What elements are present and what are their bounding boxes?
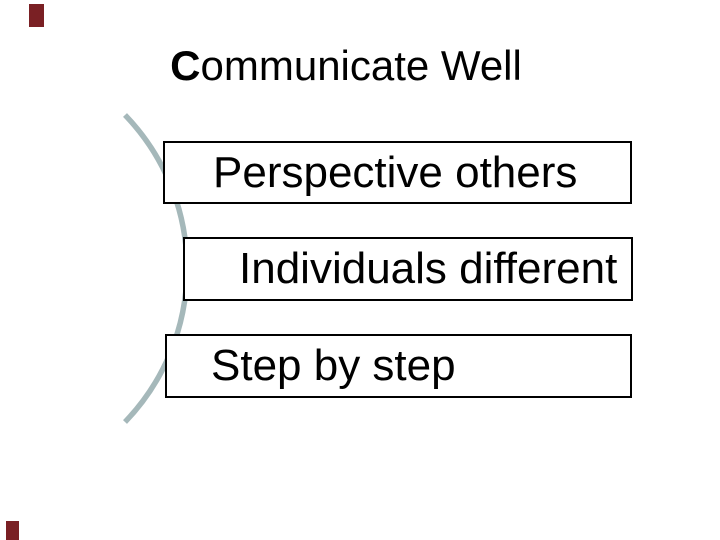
page-title-rest: ommunicate Well: [200, 42, 522, 89]
box-perspective-others: Perspective others: [163, 141, 632, 204]
page-title-lead-letter: C: [170, 42, 201, 89]
box-step-by-step-label: Step by step: [211, 341, 456, 390]
corner-mark-bottom-left: [6, 521, 19, 540]
box-individuals-different-label: Individuals different: [239, 244, 618, 293]
box-step-by-step: Step by step: [165, 334, 632, 398]
box-perspective-others-label: Perspective others: [213, 147, 578, 197]
box-individuals-different: Individuals different: [183, 237, 633, 301]
page-title: Communicate Well: [0, 42, 706, 90]
corner-mark-top-left: [29, 4, 44, 27]
